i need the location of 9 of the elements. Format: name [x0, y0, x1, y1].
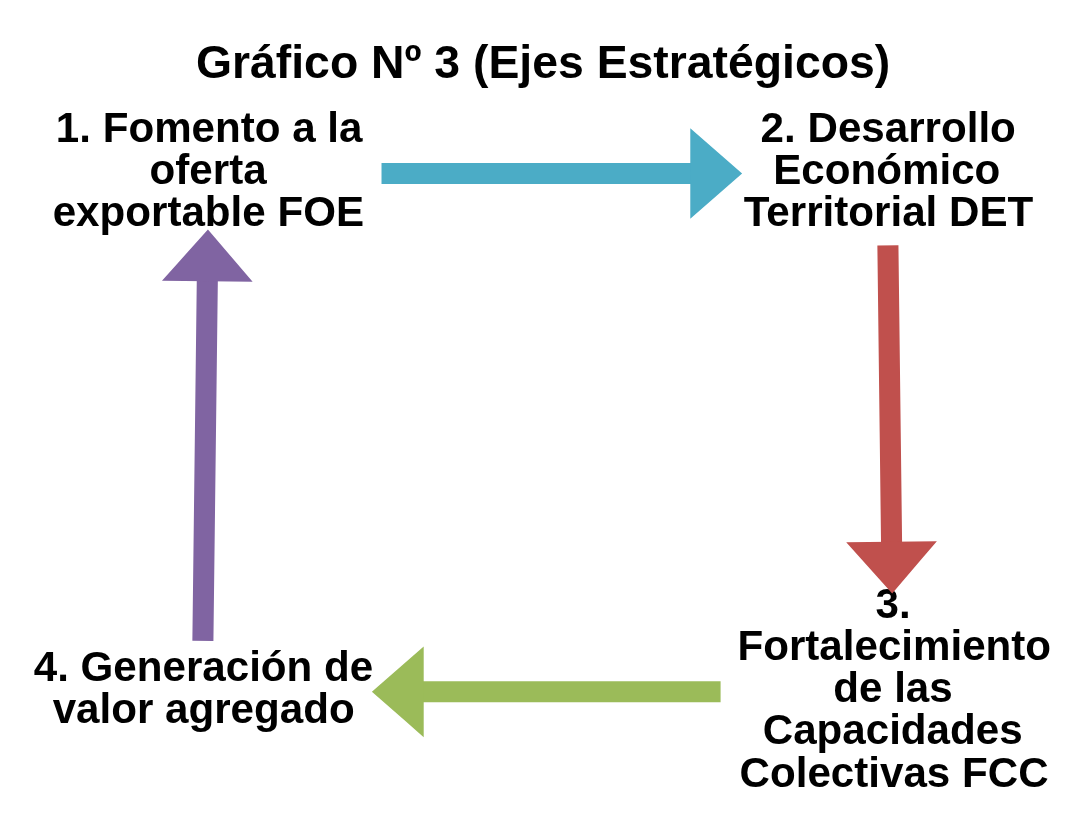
diagram-title: Gráfico Nº 3 (Ejes Estratégicos): [195, 35, 891, 88]
node-text: 2. Desarrollo Económico Territorial DET: [743, 103, 1034, 236]
arrow: [162, 229, 253, 641]
node-text: 1. Fomento a la oferta exportable FOE: [52, 103, 365, 236]
arrow: [371, 646, 721, 738]
node-text: 3. Fortalecimiento de las Capacidades Colectivas FCC: [737, 580, 1052, 796]
arrow: [846, 245, 937, 594]
arrow: [381, 128, 743, 219]
node-text: 4. Generación de valor agregado: [33, 643, 374, 733]
